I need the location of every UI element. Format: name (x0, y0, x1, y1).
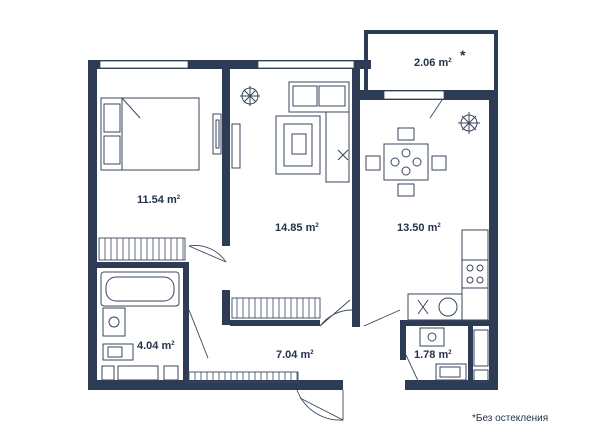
area-labels: 2.06 m2 * 11.54 m2 14.85 m2 13.50 m2 4.0… (137, 47, 466, 361)
kitchen-furniture (365, 112, 489, 321)
bedroom-area: 11.54 m2 (137, 194, 181, 206)
windows (99, 60, 445, 100)
hall-area: 7.04 m2 (276, 349, 314, 361)
balcony-note-mark: * (460, 47, 466, 63)
interior-walls (97, 69, 489, 382)
outer-walls (88, 30, 498, 390)
bathroom-furniture (100, 271, 180, 381)
kitchen-area: 13.50 m2 (397, 222, 441, 234)
footnote: *Без остекления (472, 413, 549, 424)
toilet-area: 1.78 m2 (414, 349, 452, 361)
bedroom-furniture (100, 97, 222, 171)
balcony-area: 2.06 m2 (414, 57, 452, 69)
living-furniture (231, 81, 350, 183)
toilet-furniture (419, 327, 489, 383)
living-area: 14.85 m2 (275, 222, 319, 234)
wardrobes (98, 237, 321, 383)
bathroom-area: 4.04 m2 (137, 340, 175, 352)
doors (188, 99, 443, 421)
